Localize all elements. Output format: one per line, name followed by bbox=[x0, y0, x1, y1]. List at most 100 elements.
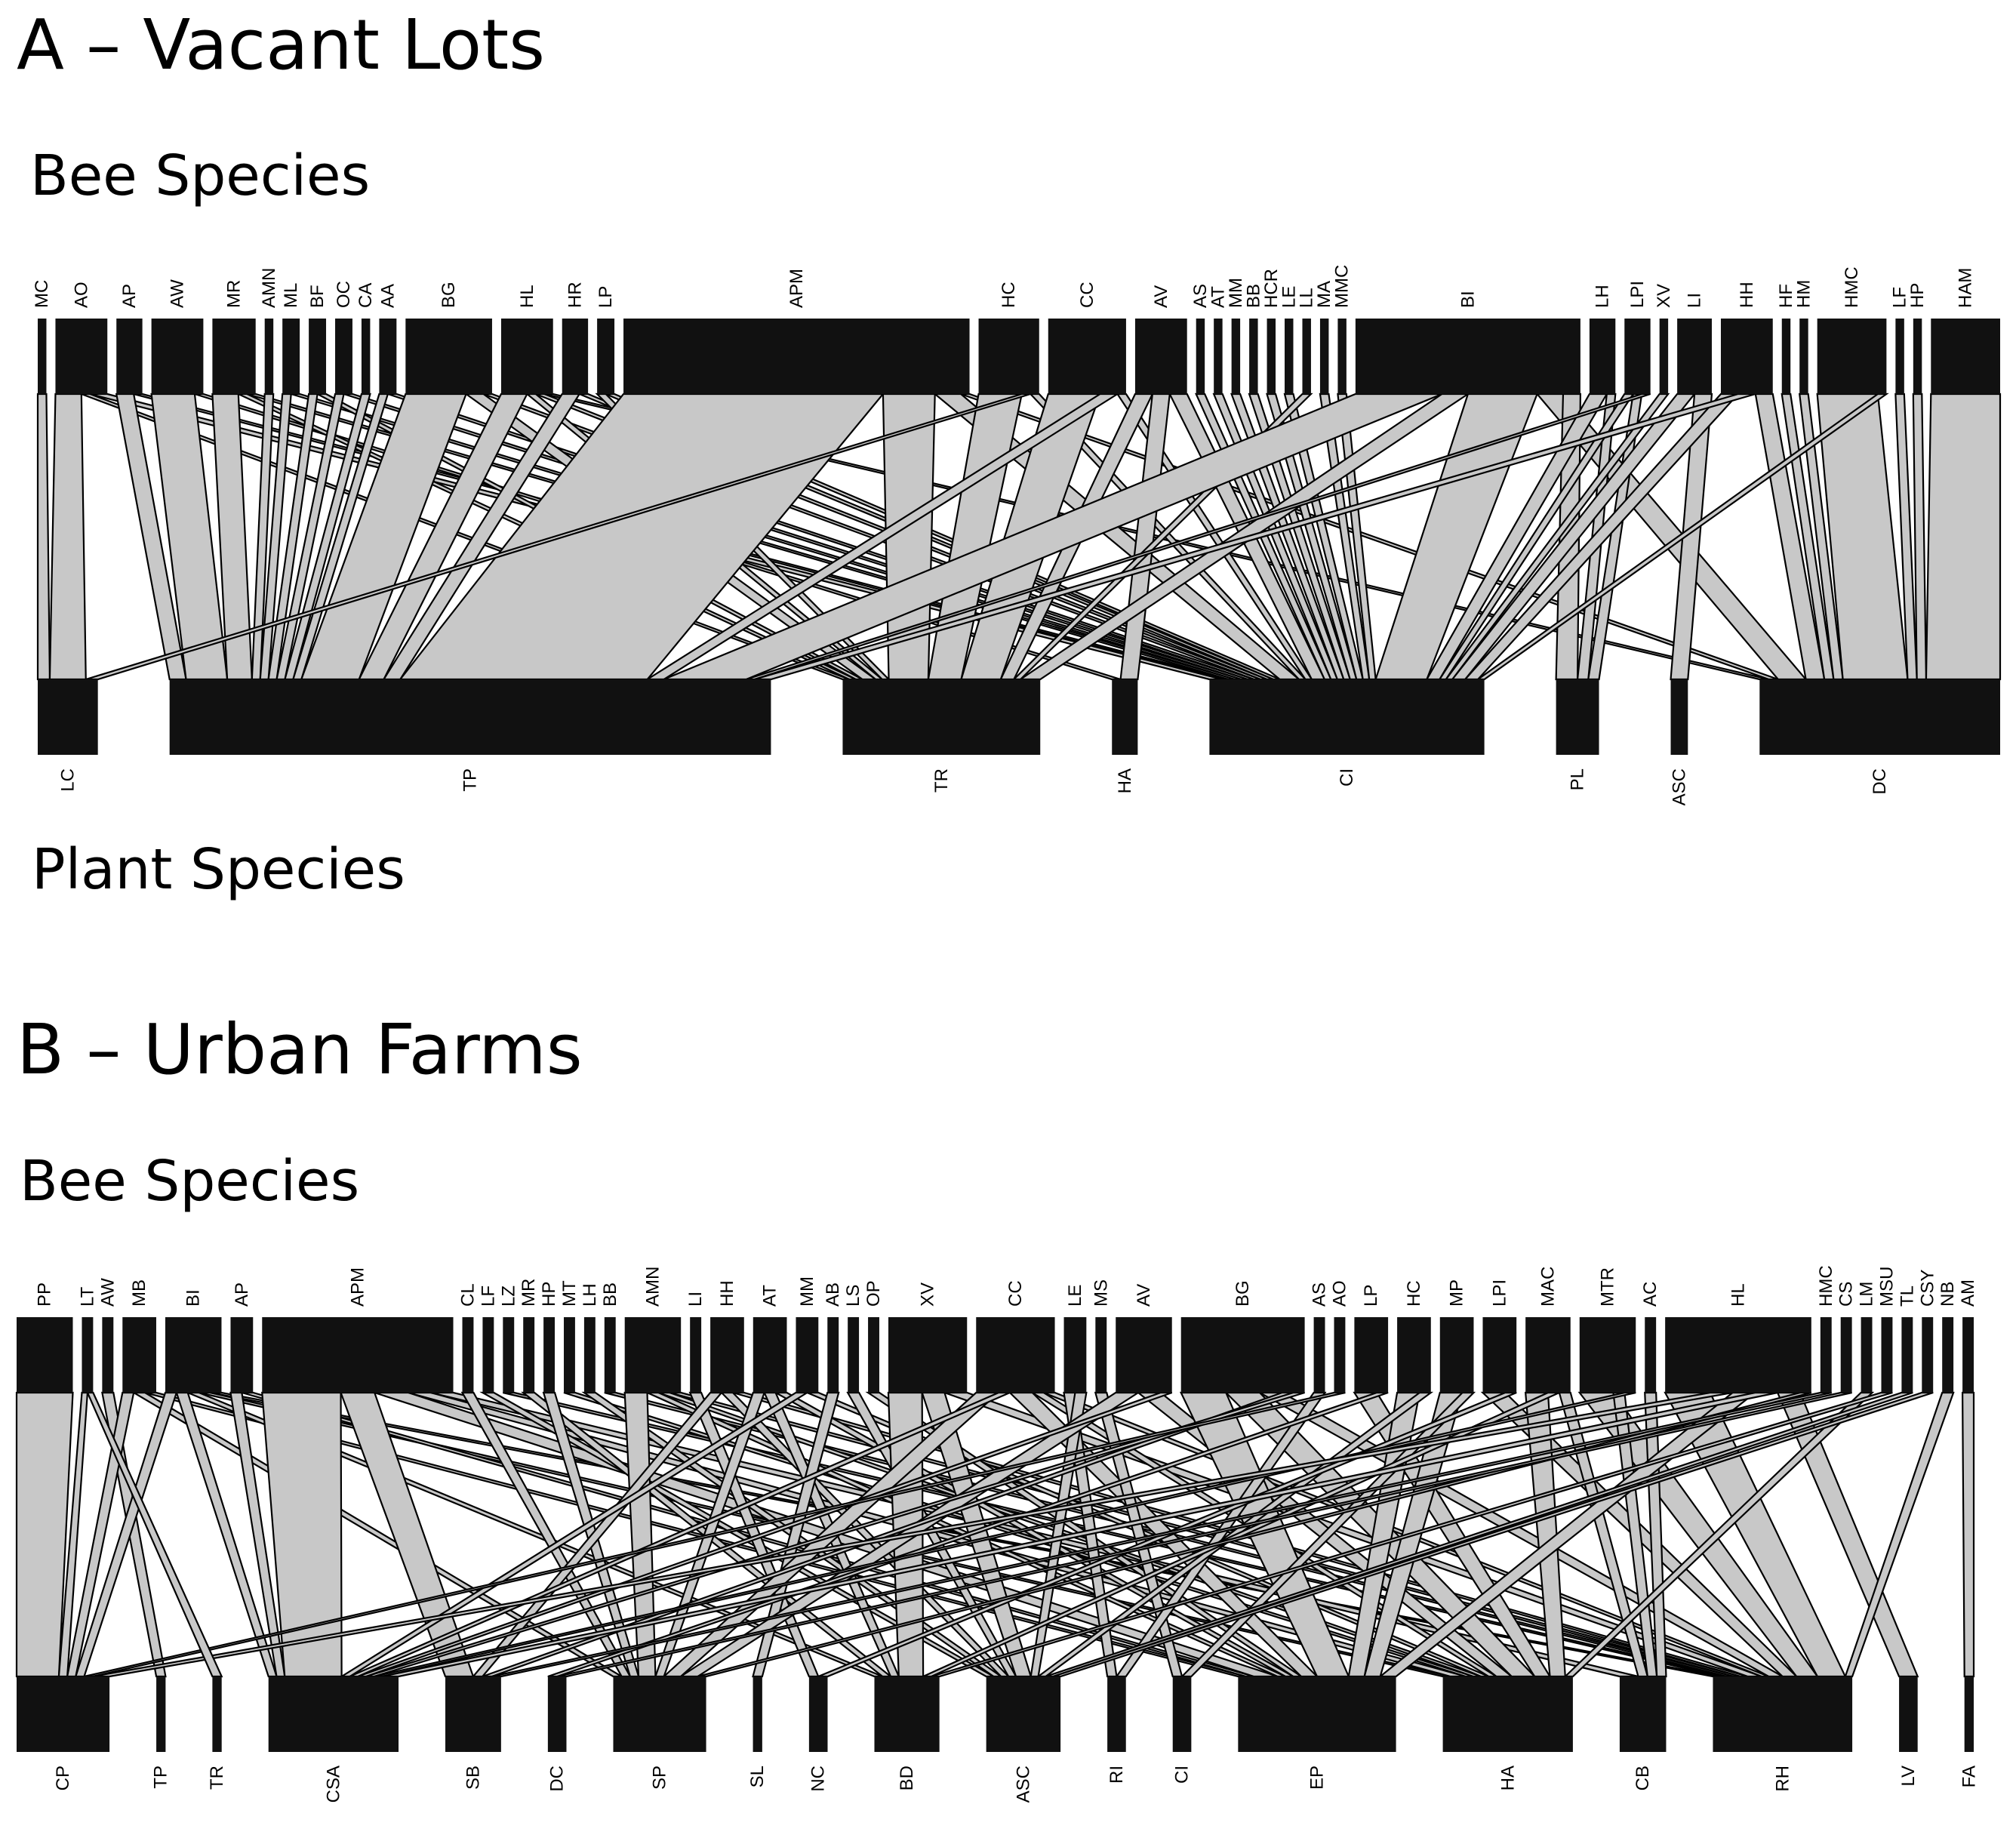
plant-box-dc bbox=[1759, 679, 2000, 755]
plant-label: RI bbox=[1106, 1766, 1127, 1784]
plant-label: LV bbox=[1898, 1766, 1919, 1787]
bee-label: MR bbox=[224, 280, 245, 308]
bee-box-nb bbox=[1942, 1317, 1954, 1393]
bee-label: HCR bbox=[1261, 269, 1282, 308]
bee-box-amn bbox=[264, 319, 274, 394]
plant-box-tp bbox=[169, 679, 771, 755]
plant-label: LC bbox=[57, 768, 78, 792]
bee-label: APM bbox=[786, 269, 807, 308]
plant-box-ep bbox=[1238, 1676, 1396, 1752]
bee-box-cl bbox=[462, 1317, 474, 1393]
bee-box-ab bbox=[827, 1317, 839, 1393]
bee-box-av bbox=[1134, 319, 1187, 394]
bee-label: CC bbox=[1005, 1280, 1026, 1307]
bee-box-aw bbox=[102, 1317, 114, 1393]
bee-label: HL bbox=[517, 285, 537, 308]
bee-label: BG bbox=[1233, 1280, 1253, 1307]
plant-label: CB bbox=[1633, 1766, 1653, 1790]
panel-b-title: B – Urban Farms bbox=[17, 1009, 583, 1090]
bee-box-aa bbox=[379, 319, 397, 394]
bee-box-ca bbox=[361, 319, 371, 394]
plant-label: ASC bbox=[1669, 768, 1689, 805]
panel-a-plant-species-label: Plant Species bbox=[32, 837, 405, 902]
bee-box-hr bbox=[562, 319, 589, 394]
bee-box-mtr bbox=[1579, 1317, 1636, 1393]
bee-label: TL bbox=[1897, 1285, 1917, 1307]
bee-label: HM bbox=[1793, 280, 1814, 308]
bee-box-hf bbox=[1781, 319, 1791, 394]
bee-label: XV bbox=[918, 1282, 938, 1307]
bee-label: AP bbox=[232, 1282, 252, 1307]
bee-label: LI bbox=[685, 1292, 706, 1307]
plant-box-ci bbox=[1172, 1676, 1192, 1752]
bee-box-mr bbox=[523, 1317, 535, 1393]
plant-label: CI bbox=[1172, 1766, 1193, 1784]
interaction-link-bi-cp bbox=[74, 1391, 178, 1678]
bee-label: CL bbox=[457, 1283, 478, 1307]
bee-box-csy bbox=[1922, 1317, 1934, 1393]
bee-box-msu bbox=[1881, 1317, 1893, 1393]
bee-label: BI bbox=[183, 1289, 204, 1307]
bee-label: AS bbox=[1310, 1282, 1330, 1307]
bee-box-hc bbox=[978, 319, 1039, 394]
plant-box-nc bbox=[808, 1676, 828, 1752]
bee-box-hh bbox=[1720, 319, 1773, 394]
bee-label: LP bbox=[1361, 1285, 1381, 1307]
bee-box-mt bbox=[564, 1317, 575, 1393]
bee-label: AM bbox=[1958, 1279, 1978, 1307]
interaction-link-mc-lc bbox=[36, 393, 51, 681]
bee-label: BG bbox=[439, 282, 459, 308]
plant-box-sp bbox=[613, 1676, 706, 1752]
bee-label: OC bbox=[334, 281, 354, 308]
bee-box-hl bbox=[500, 319, 553, 394]
bee-box-ap bbox=[230, 1317, 254, 1393]
plant-box-pl bbox=[1556, 679, 1599, 755]
bee-box-lpi bbox=[1624, 319, 1651, 394]
bee-box-ao bbox=[55, 319, 108, 394]
plant-box-asc bbox=[986, 1676, 1061, 1752]
plant-box-lc bbox=[38, 679, 98, 755]
bee-box-cs bbox=[1840, 1317, 1852, 1393]
bee-label: HP bbox=[539, 1282, 559, 1307]
bee-label: AW bbox=[168, 279, 188, 308]
bee-label: ML bbox=[281, 283, 301, 308]
bee-box-lp bbox=[597, 319, 615, 394]
bee-box-mp bbox=[1439, 1317, 1474, 1393]
panel-b-bee-species-label: Bee Species bbox=[20, 1149, 360, 1214]
bee-box-lp bbox=[1354, 1317, 1389, 1393]
bee-label: HH bbox=[1737, 282, 1757, 308]
bee-label: LPI bbox=[1627, 281, 1648, 308]
bee-box-bi bbox=[165, 1317, 222, 1393]
plant-box-ha bbox=[1112, 679, 1138, 755]
plant-label: TP bbox=[460, 768, 481, 792]
bee-label: MS bbox=[1091, 1279, 1111, 1307]
bee-label: AMN bbox=[642, 1267, 663, 1307]
bee-box-ac bbox=[1645, 1317, 1657, 1393]
bee-box-hh bbox=[710, 1317, 744, 1393]
plant-box-tr bbox=[212, 1676, 222, 1752]
bee-label: HF bbox=[1776, 284, 1796, 308]
plant-box-rh bbox=[1713, 1676, 1853, 1752]
bee-label: HL bbox=[1728, 1283, 1748, 1307]
bee-box-av bbox=[1116, 1317, 1172, 1393]
bee-label: CSY bbox=[1917, 1270, 1938, 1307]
plant-label: RH bbox=[1772, 1766, 1793, 1792]
plant-box-csa bbox=[268, 1676, 399, 1752]
plant-label: DC bbox=[1870, 768, 1890, 795]
bee-label: LE bbox=[1065, 1285, 1085, 1307]
bee-box-at bbox=[1214, 319, 1223, 394]
bee-label: AC bbox=[1640, 1282, 1661, 1307]
bee-label: AO bbox=[71, 282, 91, 308]
plant-box-tp bbox=[156, 1676, 166, 1752]
plant-box-cp bbox=[17, 1676, 110, 1752]
plant-box-sl bbox=[753, 1676, 762, 1752]
bee-label: PP bbox=[35, 1282, 55, 1307]
bee-box-ao bbox=[1334, 1317, 1346, 1393]
plant-box-bd bbox=[874, 1676, 940, 1752]
plant-box-cb bbox=[1619, 1676, 1667, 1752]
bee-label: MMC bbox=[1332, 265, 1353, 308]
